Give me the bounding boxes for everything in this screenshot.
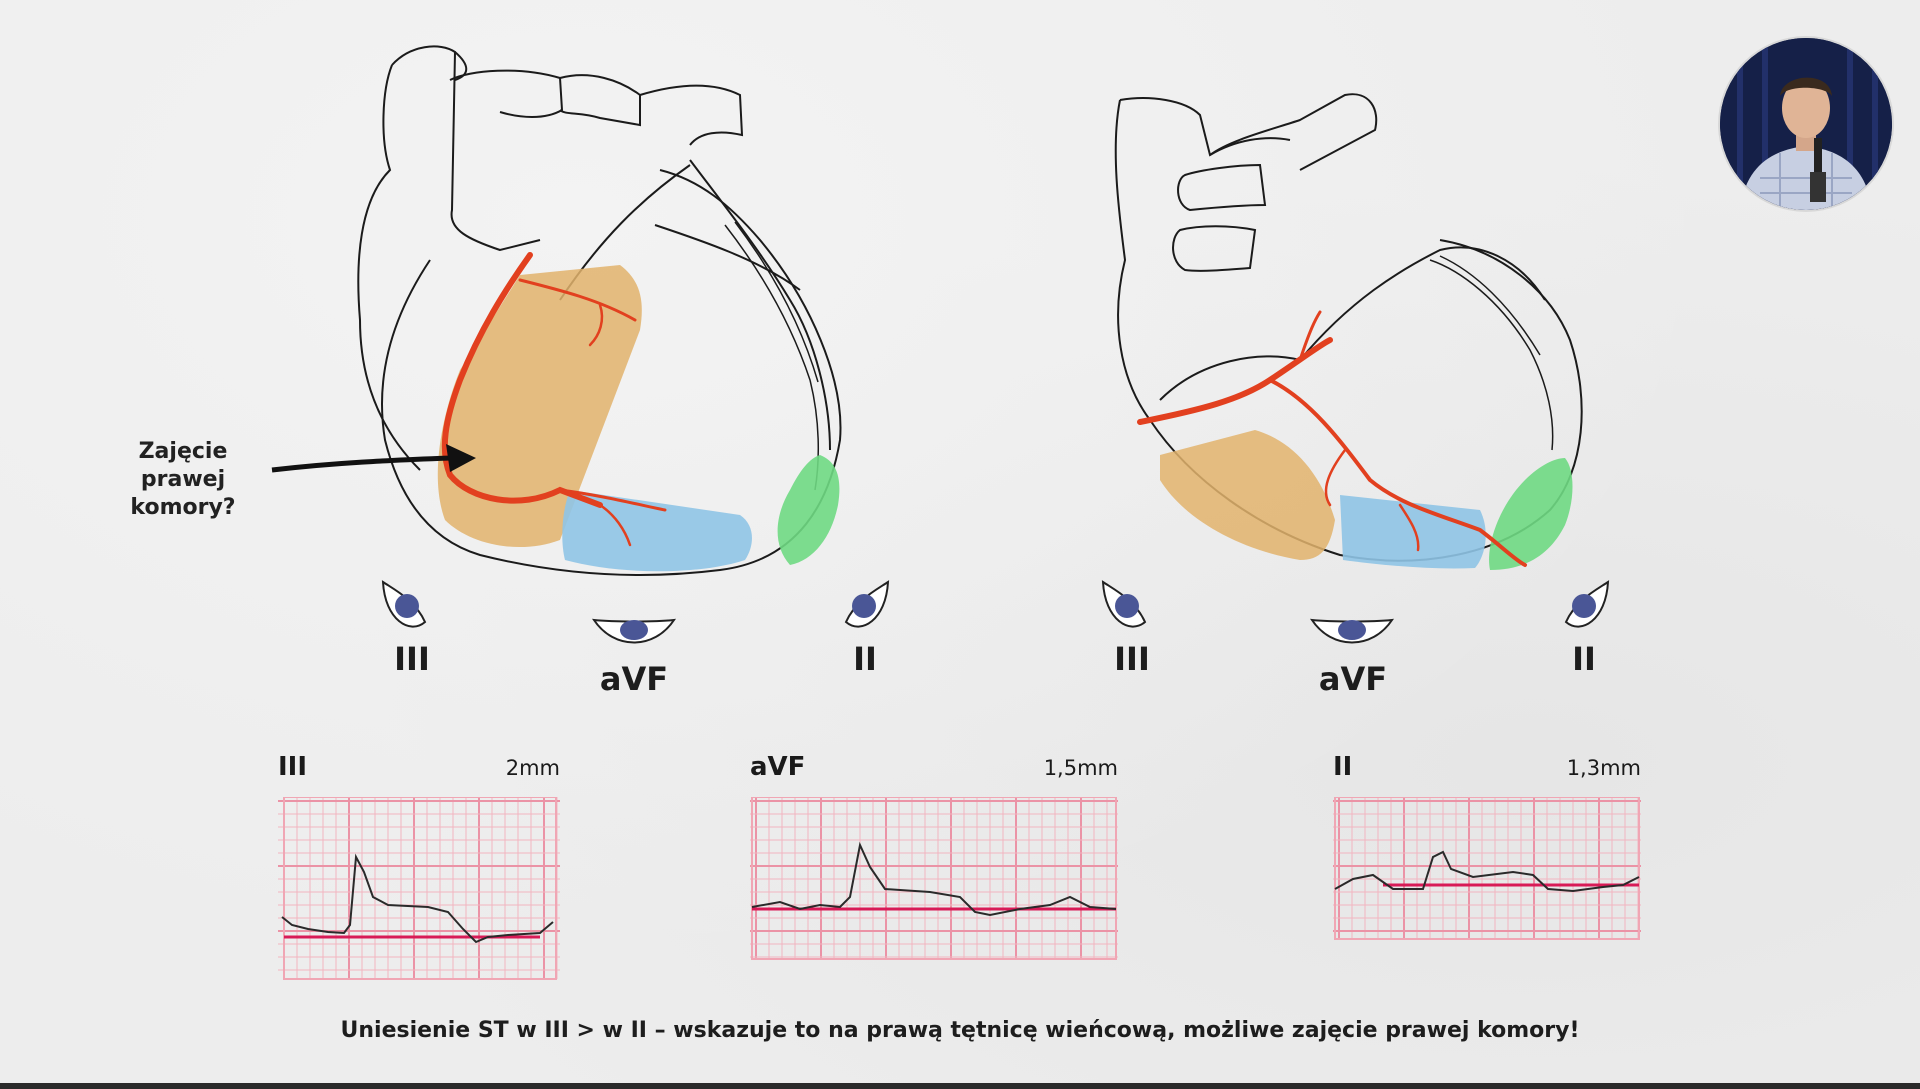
right-rv-region — [1160, 430, 1335, 560]
left-eye-icons — [381, 580, 890, 644]
ecg-strip-avf: aVF 1,5mm — [750, 752, 1118, 967]
presenter-icon — [1720, 38, 1892, 210]
ecg-grid-iii — [278, 797, 560, 980]
right-lead-iii: III — [1114, 640, 1150, 678]
left-lead-ii: II — [853, 640, 877, 678]
left-apex-region — [777, 455, 840, 565]
ecg-strip-ii: II 1,3mm — [1333, 752, 1641, 947]
left-inferior-region — [562, 490, 752, 572]
left-rv-region — [437, 265, 642, 548]
ecg-strip-iii: III 2mm — [278, 752, 560, 982]
right-eye-icons — [1101, 580, 1610, 644]
left-coronary-artery — [441, 252, 667, 547]
conclusion-caption: Uniesienie ST w III > w II – wskazuje to… — [340, 1018, 1580, 1043]
right-coronary-artery — [1137, 310, 1527, 567]
left-lead-iii: III — [394, 640, 430, 678]
ecg-lead-label: III — [278, 752, 308, 782]
right-lead-avf: aVF — [1318, 660, 1388, 698]
right-apex-region — [1489, 458, 1573, 570]
left-heart-outline — [357, 45, 842, 576]
ecg-elevation-value: 1,3mm — [1566, 756, 1641, 780]
right-ventricle-annotation: Zajęcie prawej komory? — [98, 438, 268, 522]
ecg-elevation-value: 1,5mm — [1043, 756, 1118, 780]
annotation-line-1: Zajęcie prawej — [138, 439, 228, 492]
ecg-trace — [281, 853, 554, 944]
left-lead-avf: aVF — [599, 660, 669, 698]
ecg-grid-ii — [1333, 797, 1641, 940]
right-inferior-region — [1340, 495, 1486, 569]
ecg-grid-avf — [750, 797, 1118, 960]
annotation-line-2: komory? — [130, 495, 236, 520]
ecg-lead-label: II — [1333, 752, 1353, 782]
right-lead-ii: II — [1572, 640, 1596, 678]
ecg-elevation-value: 2mm — [505, 756, 560, 780]
ecg-trace — [1334, 850, 1640, 893]
bottom-border — [0, 1083, 1920, 1089]
annotation-arrow — [271, 444, 476, 473]
ecg-lead-label: aVF — [750, 752, 806, 782]
ecg-trace — [751, 841, 1117, 917]
presenter-avatar — [1720, 38, 1892, 210]
